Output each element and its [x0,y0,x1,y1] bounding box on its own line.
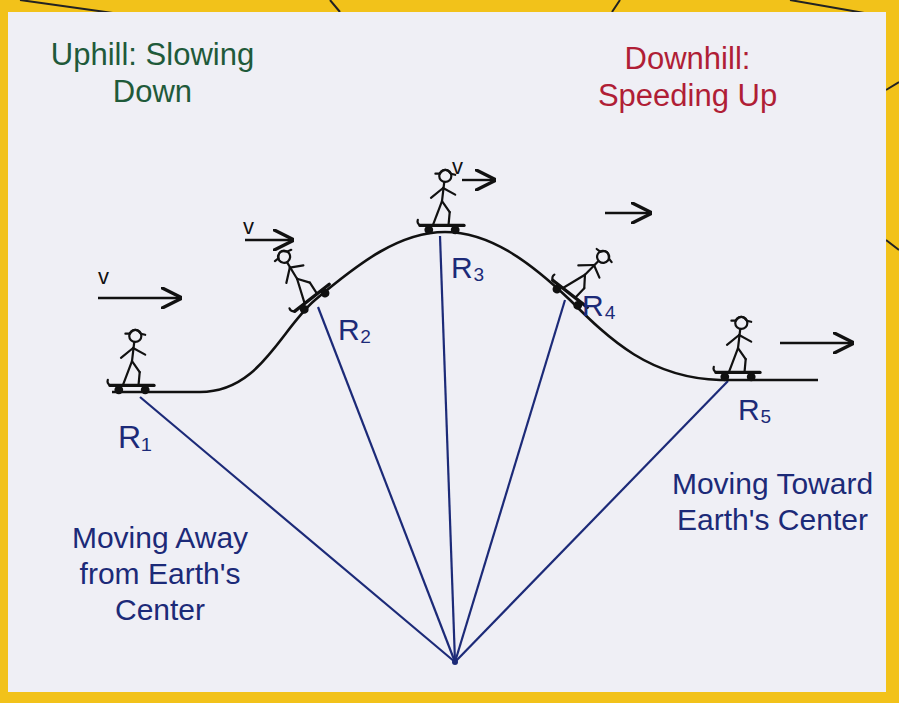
downhill-heading: Downhill: Speeding Up [585,40,790,114]
radius-label: R₄ [582,288,616,324]
note-text: Moving Away from Earth's Center [40,520,280,628]
radius-label: R₂ [338,312,371,348]
radius-label: R₁ [118,418,152,456]
velocity-label: v [452,154,463,180]
uphill-heading: Uphill: Slowing Down [40,36,265,110]
velocity-label: v [243,214,254,240]
radius-label: R₅ [738,392,772,428]
note-text: Moving Toward Earth's Center [665,466,880,538]
velocity-label: v [98,264,109,290]
radius-label: R₃ [451,250,485,286]
